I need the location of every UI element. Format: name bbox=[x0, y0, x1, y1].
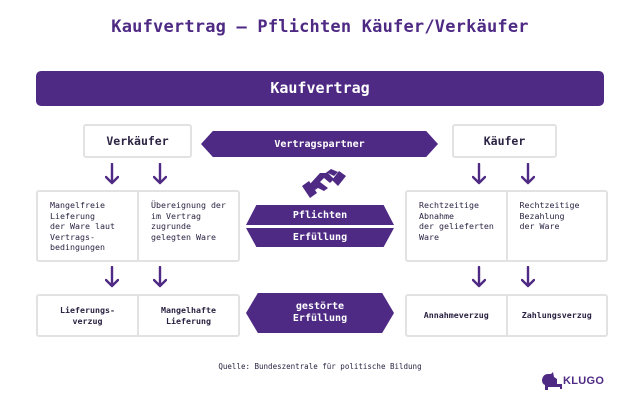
disturbed-fulfillment-hexagon: gestörte Erfüllung bbox=[246, 293, 394, 333]
arrow-down-icon bbox=[105, 163, 119, 185]
fulfillment-label: Erfüllung bbox=[246, 228, 394, 247]
buyer-duties-box: Rechtzeitige Abnahme der gelieferten War… bbox=[405, 190, 608, 262]
partner-hexagon: Vertragspartner bbox=[201, 131, 438, 157]
breach-defective-delivery: Mangelhafte Lieferung bbox=[137, 296, 238, 335]
seller-breaches-box: Lieferungs- verzug Mangelhafte Lieferung bbox=[36, 294, 240, 337]
arrow-down-icon bbox=[521, 163, 535, 185]
contract-banner: Kaufvertrag bbox=[36, 71, 604, 106]
source-note: Quelle: Bundeszentrale für politische Bi… bbox=[218, 362, 422, 371]
breach-payment-delay: Zahlungsverzug bbox=[505, 296, 607, 335]
arrow-down-icon bbox=[472, 163, 486, 185]
arrow-down-icon bbox=[521, 266, 535, 288]
arrow-down-icon bbox=[472, 266, 486, 288]
breach-acceptance-delay: Annahmeverzug bbox=[423, 310, 489, 321]
logo: KLUGO bbox=[540, 369, 608, 393]
arrow-down-icon bbox=[153, 163, 167, 185]
buyer-breaches-box: Annahmeverzug Zahlungsverzug bbox=[405, 294, 608, 337]
breach-delivery-delay: Lieferungs- verzug bbox=[60, 305, 115, 326]
duties-label: Pflichten bbox=[246, 205, 394, 225]
dog-icon bbox=[542, 372, 562, 390]
arrow-down-icon bbox=[105, 266, 119, 288]
buyer-box: Käufer bbox=[452, 124, 557, 158]
page-title: Kaufvertrag – Pflichten Käufer/Verkäufer bbox=[111, 17, 529, 37]
buyer-duty-acceptance: Rechtzeitige Abnahme der gelieferten War… bbox=[419, 200, 494, 242]
seller-duties-box: Mangelfreie Lieferung der Ware laut Vert… bbox=[36, 190, 240, 262]
arrow-down-icon bbox=[153, 266, 167, 288]
seller-duty-delivery: Mangelfreie Lieferung der Ware laut Vert… bbox=[50, 200, 115, 252]
seller-duty-transfer: Übereignung der im Vertrag zugrunde gele… bbox=[137, 192, 238, 260]
logo-text: KLUGO bbox=[563, 375, 605, 387]
seller-box: Verkäufer bbox=[83, 124, 192, 158]
handshake-icon bbox=[302, 169, 346, 198]
buyer-duty-payment: Rechtzeitige Bezahlung der Ware bbox=[505, 192, 607, 260]
